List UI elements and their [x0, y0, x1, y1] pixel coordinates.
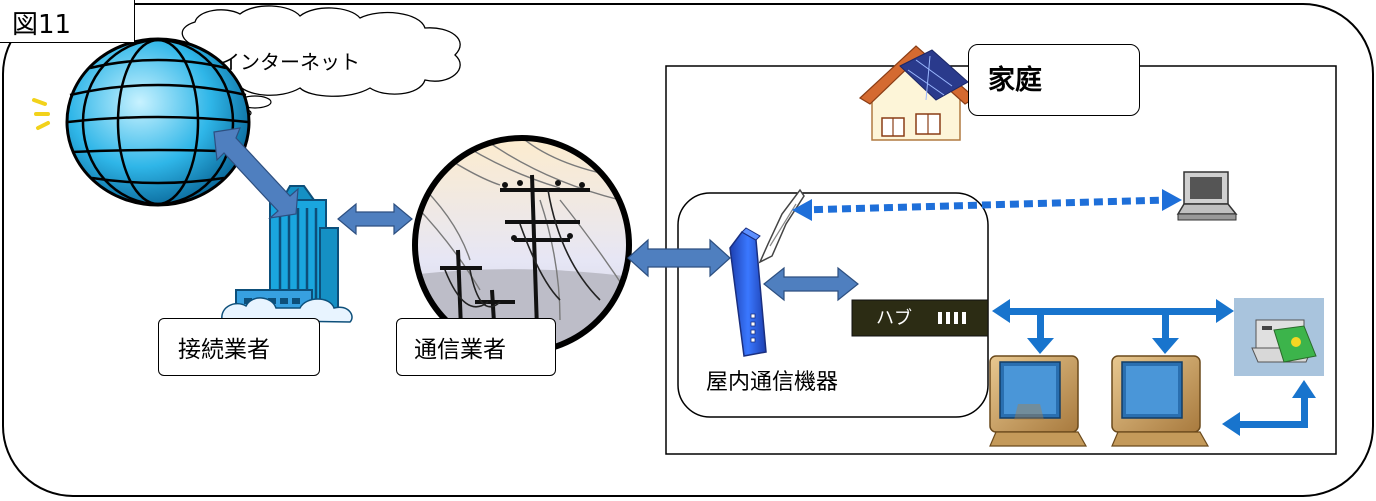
- wireless-link: [792, 189, 1182, 221]
- antenna-icon: [758, 188, 805, 264]
- router-icon: [729, 227, 767, 357]
- figure-label-tab: [0, 0, 135, 43]
- printer-icon: [1234, 298, 1324, 376]
- globe-icon: [32, 37, 251, 207]
- building-icon: [221, 185, 353, 323]
- figure-label: 図11: [12, 10, 72, 40]
- lan-bus: [992, 299, 1234, 354]
- hub-label: ハブ: [876, 308, 912, 329]
- arrow-globe-building: [213, 127, 299, 219]
- provider-label-box: [158, 318, 320, 376]
- laptop-icon: [1176, 171, 1238, 221]
- desktop-pc-icon: [1111, 355, 1210, 447]
- house-label: 家庭: [988, 65, 1042, 96]
- indoor-device-label: 屋内通信機器: [706, 370, 839, 395]
- arrow-building-carrier: [337, 202, 413, 236]
- cloud-label: インターネット: [220, 50, 360, 74]
- arrow-carrier-router: [627, 238, 731, 278]
- desktop-pc-icon: [989, 355, 1088, 447]
- carrier-label: 通信業者: [414, 337, 506, 363]
- arrow-router-hub: [763, 266, 859, 302]
- outer-frame: [2, 3, 1374, 497]
- house-label-box: [968, 44, 1140, 116]
- provider-label: 接続業者: [178, 337, 270, 363]
- hub-icon: [851, 299, 989, 337]
- house-icon: [859, 45, 977, 141]
- arrow-pc-printer: [1222, 380, 1316, 436]
- carrier-label-box: [396, 318, 556, 376]
